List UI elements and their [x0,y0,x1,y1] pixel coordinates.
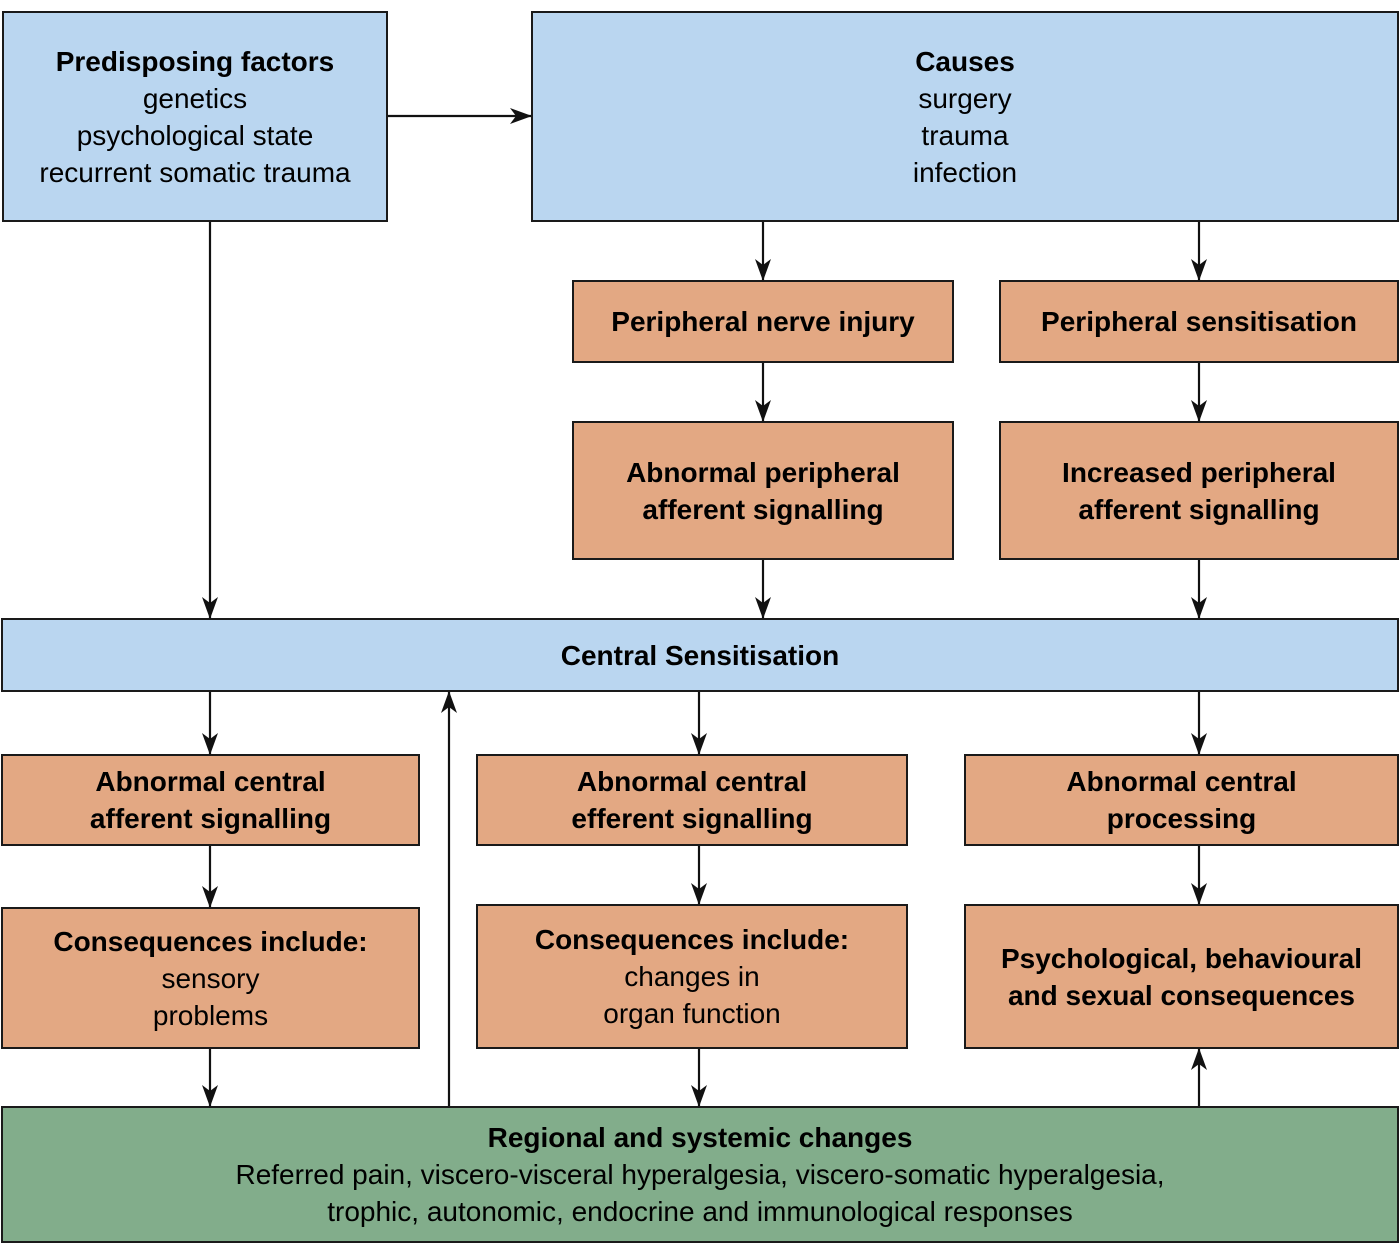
increased-peripheral-line: Increased peripheral [1062,456,1336,488]
peripheral-nerve-injury-label: Peripheral nerve injury [611,306,915,337]
central-sensitisation-box: Central Sensitisation [1,618,1399,692]
consequences-organ-item: organ function [603,998,781,1029]
abnormal-central-processing-line: Abnormal central [1066,766,1297,797]
causes-item: infection [912,156,1018,188]
regional-systemic-changes-box: Regional and systemic changes Referred p… [1,1106,1399,1243]
psychological-consequences-line: Psychological, behavioural [1000,942,1362,974]
consequences-sensory-item: sensory [161,962,260,994]
consequences-organ-item: changes in [624,961,760,992]
increased-peripheral-line: afferent signalling [1078,493,1320,525]
peripheral-nerve-injury-box: Peripheral nerve injury [572,280,954,363]
peripheral-sensitisation-label: Peripheral sensitisation [1041,306,1357,337]
causes-box: Causes surgery trauma infection [531,11,1399,222]
abnormal-central-afferent-line: Abnormal central [95,766,326,797]
causes-item: trauma [921,119,1009,151]
consequences-sensory-item: problems [152,999,269,1031]
abnormal-central-afferent-box: Abnormal central afferent signalling [1,754,420,846]
predisposing-item: recurrent somatic trauma [39,156,351,188]
consequences-sensory-box: Consequences include: sensory problems [1,907,420,1049]
predisposing-factors-box: Predisposing factors genetics psychologi… [2,11,388,222]
predisposing-item: genetics [142,82,248,114]
central-sensitisation-label: Central Sensitisation [560,639,840,671]
causes-item: surgery [918,82,1012,114]
consequences-sensory-title: Consequences include: [53,925,368,957]
psychological-consequences-line: and sexual consequences [1007,979,1356,1011]
consequences-organ-title: Consequences include: [534,924,850,955]
abnormal-central-efferent-box: Abnormal central efferent signalling [476,754,908,846]
causes-title: Causes [915,45,1015,77]
abnormal-central-efferent-line: efferent signalling [571,803,813,834]
abnormal-peripheral-line: afferent signalling [642,493,884,525]
peripheral-sensitisation-box: Peripheral sensitisation [999,280,1399,363]
abnormal-central-efferent-line: Abnormal central [576,766,808,797]
abnormal-central-processing-box: Abnormal central processing [964,754,1399,846]
predisposing-item: psychological state [76,119,314,151]
abnormal-central-afferent-line: afferent signalling [89,803,332,834]
abnormal-peripheral-signalling-box: Abnormal peripheral afferent signalling [572,421,954,560]
increased-peripheral-signalling-box: Increased peripheral afferent signalling [999,421,1399,560]
consequences-organ-box: Consequences include: changes in organ f… [476,904,908,1049]
regional-systemic-title: Regional and systemic changes [487,1122,913,1153]
regional-systemic-item: trophic, autonomic, endocrine and immuno… [327,1196,1073,1227]
abnormal-peripheral-line: Abnormal peripheral [626,456,900,488]
abnormal-central-processing-line: processing [1106,803,1257,834]
predisposing-factors-title: Predisposing factors [55,45,335,77]
regional-systemic-item: Referred pain, viscero-visceral hyperalg… [235,1159,1165,1190]
psychological-consequences-box: Psychological, behavioural and sexual co… [964,904,1399,1049]
